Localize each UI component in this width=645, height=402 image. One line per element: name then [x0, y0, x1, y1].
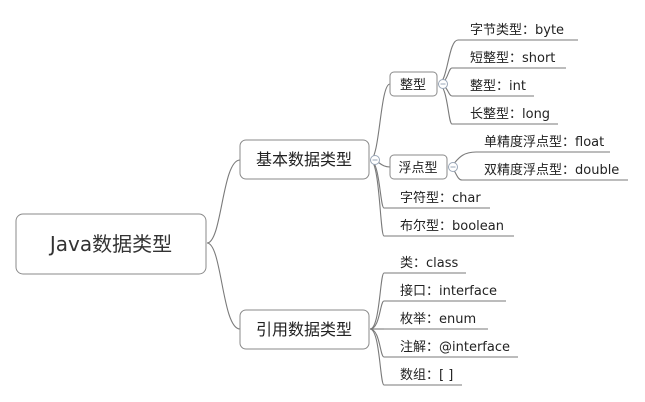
leaf-annotation[interactable]: 注解：@interface	[384, 340, 518, 358]
basic-collapse-toggle[interactable]	[370, 155, 380, 165]
edge-root-reference	[206, 242, 241, 330]
edge-basic-integer	[369, 83, 391, 161]
edge-root-basic	[206, 159, 241, 244]
leaf-double[interactable]: 双精度浮点型：double	[462, 162, 628, 181]
basic-types-box	[239, 139, 370, 180]
leaf-array[interactable]: 数组：[ ]	[384, 368, 462, 386]
leaf-label: 接口：interface	[400, 283, 497, 299]
edge-ref-array	[369, 328, 385, 386]
leaf-int[interactable]: 整型：int	[452, 79, 534, 97]
leaf-label: 双精度浮点型：double	[484, 162, 619, 178]
integer-node[interactable]: 整型	[389, 71, 438, 97]
edge-integer-byte	[437, 39, 459, 85]
leaf-long[interactable]: 长整型：long	[452, 107, 558, 125]
leaf-byte[interactable]: 字节类型：byte	[458, 23, 578, 41]
edge-basic-char	[369, 159, 385, 209]
reference-types-node[interactable]: 引用数据类型	[239, 309, 370, 350]
leaf-label: 数组：[ ]	[400, 368, 453, 383]
float-node[interactable]: 浮点型	[389, 154, 448, 180]
edge-ref-interface	[369, 300, 385, 330]
leaf-float[interactable]: 单精度浮点型：float	[476, 134, 610, 153]
edge-integer-long	[437, 83, 453, 125]
edge-ref-class	[369, 272, 385, 330]
leaf-boolean[interactable]: 布尔型：boolean	[384, 219, 514, 237]
leaf-label: 单精度浮点型：float	[484, 134, 604, 150]
root-box	[15, 213, 207, 275]
leaf-class[interactable]: 类：class	[384, 256, 466, 274]
leaf-label: 字符型：char	[400, 190, 481, 206]
float-box	[389, 154, 448, 180]
integer-box	[389, 71, 438, 97]
root-label: Java数据类型	[48, 232, 172, 256]
basic-types-label: 基本数据类型	[256, 150, 352, 169]
leaf-label: 类：class	[400, 256, 458, 271]
reference-types-box	[239, 309, 370, 350]
leaf-label: 长整型：long	[470, 107, 550, 122]
leaf-label: 布尔型：boolean	[400, 219, 504, 234]
leaf-char[interactable]: 字符型：char	[384, 190, 490, 209]
leaf-enum[interactable]: 枚举：enum	[384, 312, 488, 330]
float-collapse-toggle[interactable]	[448, 162, 458, 172]
leaf-label: 注解：@interface	[400, 340, 510, 355]
leaf-label: 字节类型：byte	[470, 23, 564, 38]
integer-collapse-toggle[interactable]	[438, 79, 448, 89]
leaf-label: 短整型：short	[470, 51, 555, 66]
leaf-label: 整型：int	[470, 79, 526, 94]
basic-types-node[interactable]: 基本数据类型	[239, 139, 370, 180]
leaf-label: 枚举：enum	[400, 312, 476, 327]
leaf-interface[interactable]: 接口：interface	[384, 283, 506, 302]
leaf-short[interactable]: 短整型：short	[452, 51, 566, 69]
reference-types-label: 引用数据类型	[256, 320, 352, 339]
root-node[interactable]: Java数据类型	[15, 213, 207, 275]
float-label: 浮点型	[398, 161, 437, 176]
integer-label: 整型	[400, 78, 426, 93]
